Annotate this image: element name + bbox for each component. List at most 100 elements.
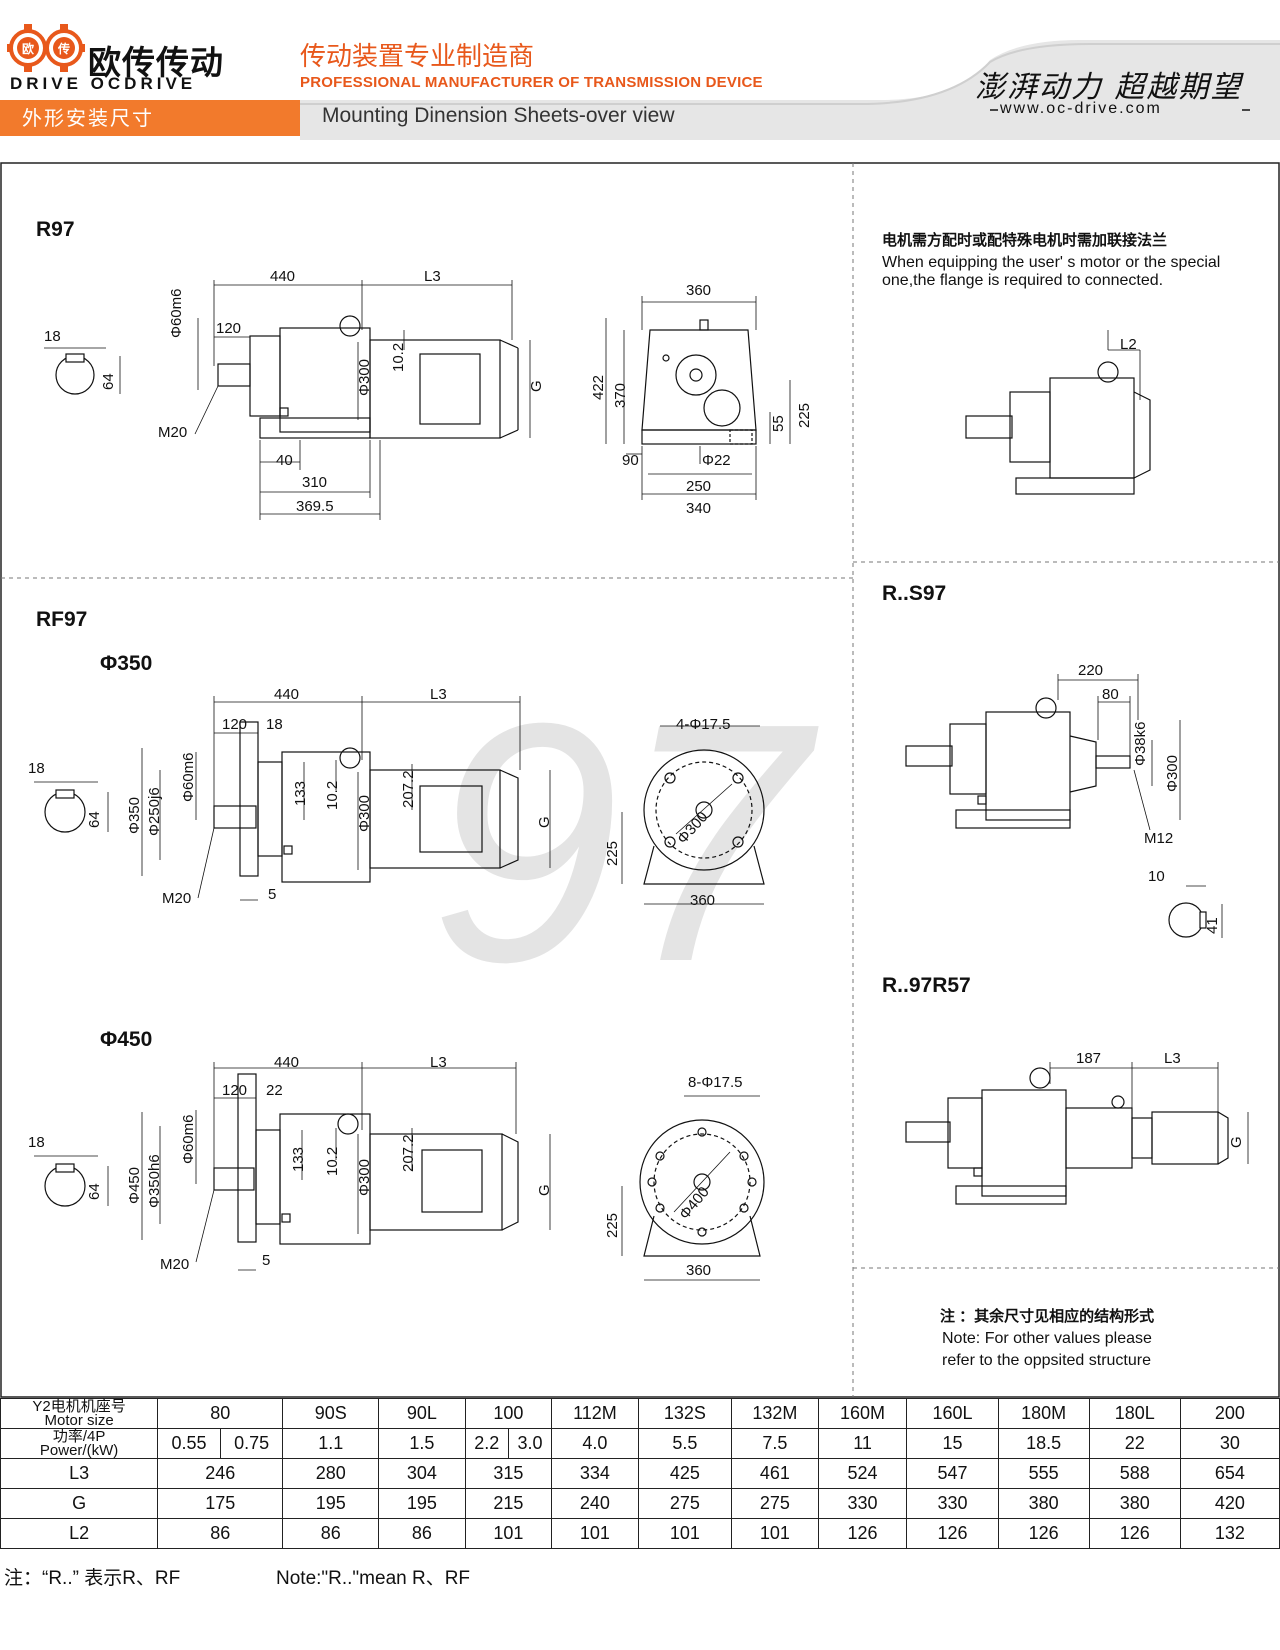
- row-label: L3: [0, 1458, 159, 1489]
- header-background: [300, 40, 1280, 140]
- rf97-350-dim-phi250j6: Φ250j6: [146, 787, 163, 836]
- rs97-dim-phi300: Φ300: [1164, 755, 1181, 792]
- r97-side-dim-360: 360: [686, 282, 712, 299]
- table-cell: 160L: [906, 1398, 999, 1429]
- rf97-350-dim-phi60m6: Φ60m6: [180, 752, 197, 803]
- rf97-450-flange-holes: 8-Φ17.5: [688, 1074, 743, 1091]
- r97r57-dim-187: 187: [1076, 1050, 1102, 1067]
- rf97-350-dim-207-2: 207.2: [400, 770, 417, 808]
- rf97-450-flange-drawing: [621, 1095, 765, 1281]
- table-cell: 18.5: [997, 1428, 1090, 1459]
- r97-side-dim-370: 370: [612, 382, 629, 408]
- table-cell: 112M: [551, 1398, 639, 1429]
- r97-dim-10-2: 10.2: [390, 342, 407, 372]
- table-cell: 30: [1179, 1428, 1280, 1459]
- rf97-title: RF97: [36, 608, 88, 631]
- r97-dim-g: G: [528, 380, 545, 392]
- rf97-450-dim-phi60m6: Φ60m6: [180, 1114, 197, 1165]
- rs97-dim-phi38k6: Φ38k6: [1132, 721, 1149, 767]
- rf97-450-dim-10-2: 10.2: [324, 1146, 341, 1176]
- r97-title: R97: [36, 218, 75, 241]
- logo-badge-right: 传: [57, 41, 70, 56]
- gear-logo-icon: 欧 传: [7, 24, 85, 72]
- rf97-450-dim-133: 133: [290, 1146, 307, 1172]
- rf97-450-dim-207-2: 207.2: [400, 1134, 417, 1172]
- website-url: www.oc-drive.com: [1000, 100, 1162, 117]
- rf97-450-dim-440: 440: [274, 1054, 300, 1071]
- table-cell: 425: [637, 1458, 733, 1489]
- rs97-shaft-key: [1168, 885, 1223, 938]
- table-cell: 1.1: [282, 1428, 380, 1459]
- table-cell: 246: [157, 1458, 284, 1489]
- footnote-en: Note:"R.."mean R、RF: [276, 1568, 471, 1589]
- table-cell: 101: [637, 1518, 733, 1549]
- table-cell: 315: [464, 1458, 553, 1489]
- table-row-l2: L2 86 86 86 101 101 101 101 126 126 126 …: [0, 1518, 1280, 1549]
- rf97-450-dim-phi450: Φ450: [126, 1167, 143, 1204]
- table-cell: 160M: [817, 1398, 908, 1429]
- table-cell: 86: [378, 1518, 466, 1549]
- rf97-350-dims: [141, 696, 551, 901]
- row-label: L2: [0, 1518, 159, 1549]
- table-cell: 330: [906, 1488, 999, 1519]
- rf97-350-dim-l3: L3: [430, 686, 447, 703]
- table-cell: 132: [1179, 1518, 1280, 1549]
- table-cell: 126: [1088, 1518, 1181, 1549]
- r97r57-dim-l3: L3: [1164, 1050, 1181, 1067]
- rf97-450-key-18: 18: [28, 1134, 45, 1151]
- r97-side-drawing: [641, 319, 757, 445]
- rf97-350-dim-g: G: [536, 816, 553, 828]
- rf97-450-dim-phi300: Φ300: [356, 1159, 373, 1196]
- table-cell: 380: [997, 1488, 1090, 1519]
- table-row-g: G 175 195 195 215 240 275 275 330 330 38…: [0, 1488, 1280, 1519]
- rf97-450-dim-5: 5: [262, 1252, 271, 1269]
- rs97-key-10: 10: [1148, 868, 1165, 885]
- r97r57-dims: [1049, 1062, 1249, 1164]
- flange-note-cn: 电机需方配时或配特殊电机时需加联接法兰: [882, 232, 1168, 249]
- section-tab-cn: 外形安装尺寸: [0, 100, 300, 136]
- rf97-350-dim-440: 440: [274, 686, 300, 703]
- table-cell: 101: [731, 1518, 819, 1549]
- r97-dim-310: 310: [302, 474, 328, 491]
- r97-front-dims: [194, 280, 531, 520]
- rs97-key-41: 41: [1204, 917, 1221, 934]
- rf97-350-shaft-key: [34, 781, 109, 833]
- rf97-350-dim-phi350: Φ350: [126, 797, 143, 834]
- r97-side-dim-422: 422: [590, 374, 607, 400]
- table-cell: 11: [817, 1428, 908, 1459]
- table-cell: 304: [378, 1458, 466, 1489]
- table-cell: 22: [1088, 1428, 1181, 1459]
- rf97-450-shaft-key: [34, 1155, 109, 1207]
- table-cell: 330: [817, 1488, 908, 1519]
- url-rules: [990, 109, 1250, 111]
- rs97-dim-80: 80: [1102, 686, 1119, 703]
- brand-name-cn: 欧传传动: [88, 43, 224, 82]
- table-cell: 7.5: [731, 1428, 819, 1459]
- r97-side-dim-250: 250: [686, 478, 712, 495]
- table-cell: 5.5: [637, 1428, 733, 1459]
- rf97-450-flange-360: 360: [686, 1262, 712, 1279]
- flange-dim-l2: L2: [1120, 336, 1137, 353]
- rf97-350-key-18: 18: [28, 760, 45, 777]
- row-label: G: [0, 1488, 159, 1519]
- rf97-350-flange-drawing: [621, 725, 765, 905]
- table-cell: 4.0: [551, 1428, 639, 1459]
- drawing-canvas: 97: [0, 162, 1280, 1398]
- sheet-frame: [0, 162, 1280, 1398]
- r97-side-dim-225: 225: [796, 402, 813, 428]
- table-cell: 2.2: [464, 1428, 509, 1459]
- rf97-350-dim-phi300: Φ300: [356, 795, 373, 832]
- other-values-note-en-line2: refer to the oppsited structure: [942, 1352, 1151, 1369]
- rf97-450-key-64: 64: [86, 1183, 103, 1200]
- flange-note-en-line1: When equipping the user' s motor or the …: [882, 254, 1221, 271]
- footnote-cn: 注：“R..” 表示R、RF: [4, 1568, 181, 1589]
- rf97-350-dim-10-2: 10.2: [324, 780, 341, 810]
- r97r57-dim-g: G: [1228, 1136, 1245, 1148]
- r97-dim-phi300: Φ300: [356, 359, 373, 396]
- r97-dim-120: 120: [216, 320, 242, 337]
- table-cell: 547: [906, 1458, 999, 1489]
- table-cell: 240: [551, 1488, 639, 1519]
- rf97-450-dim-m20: M20: [160, 1256, 190, 1273]
